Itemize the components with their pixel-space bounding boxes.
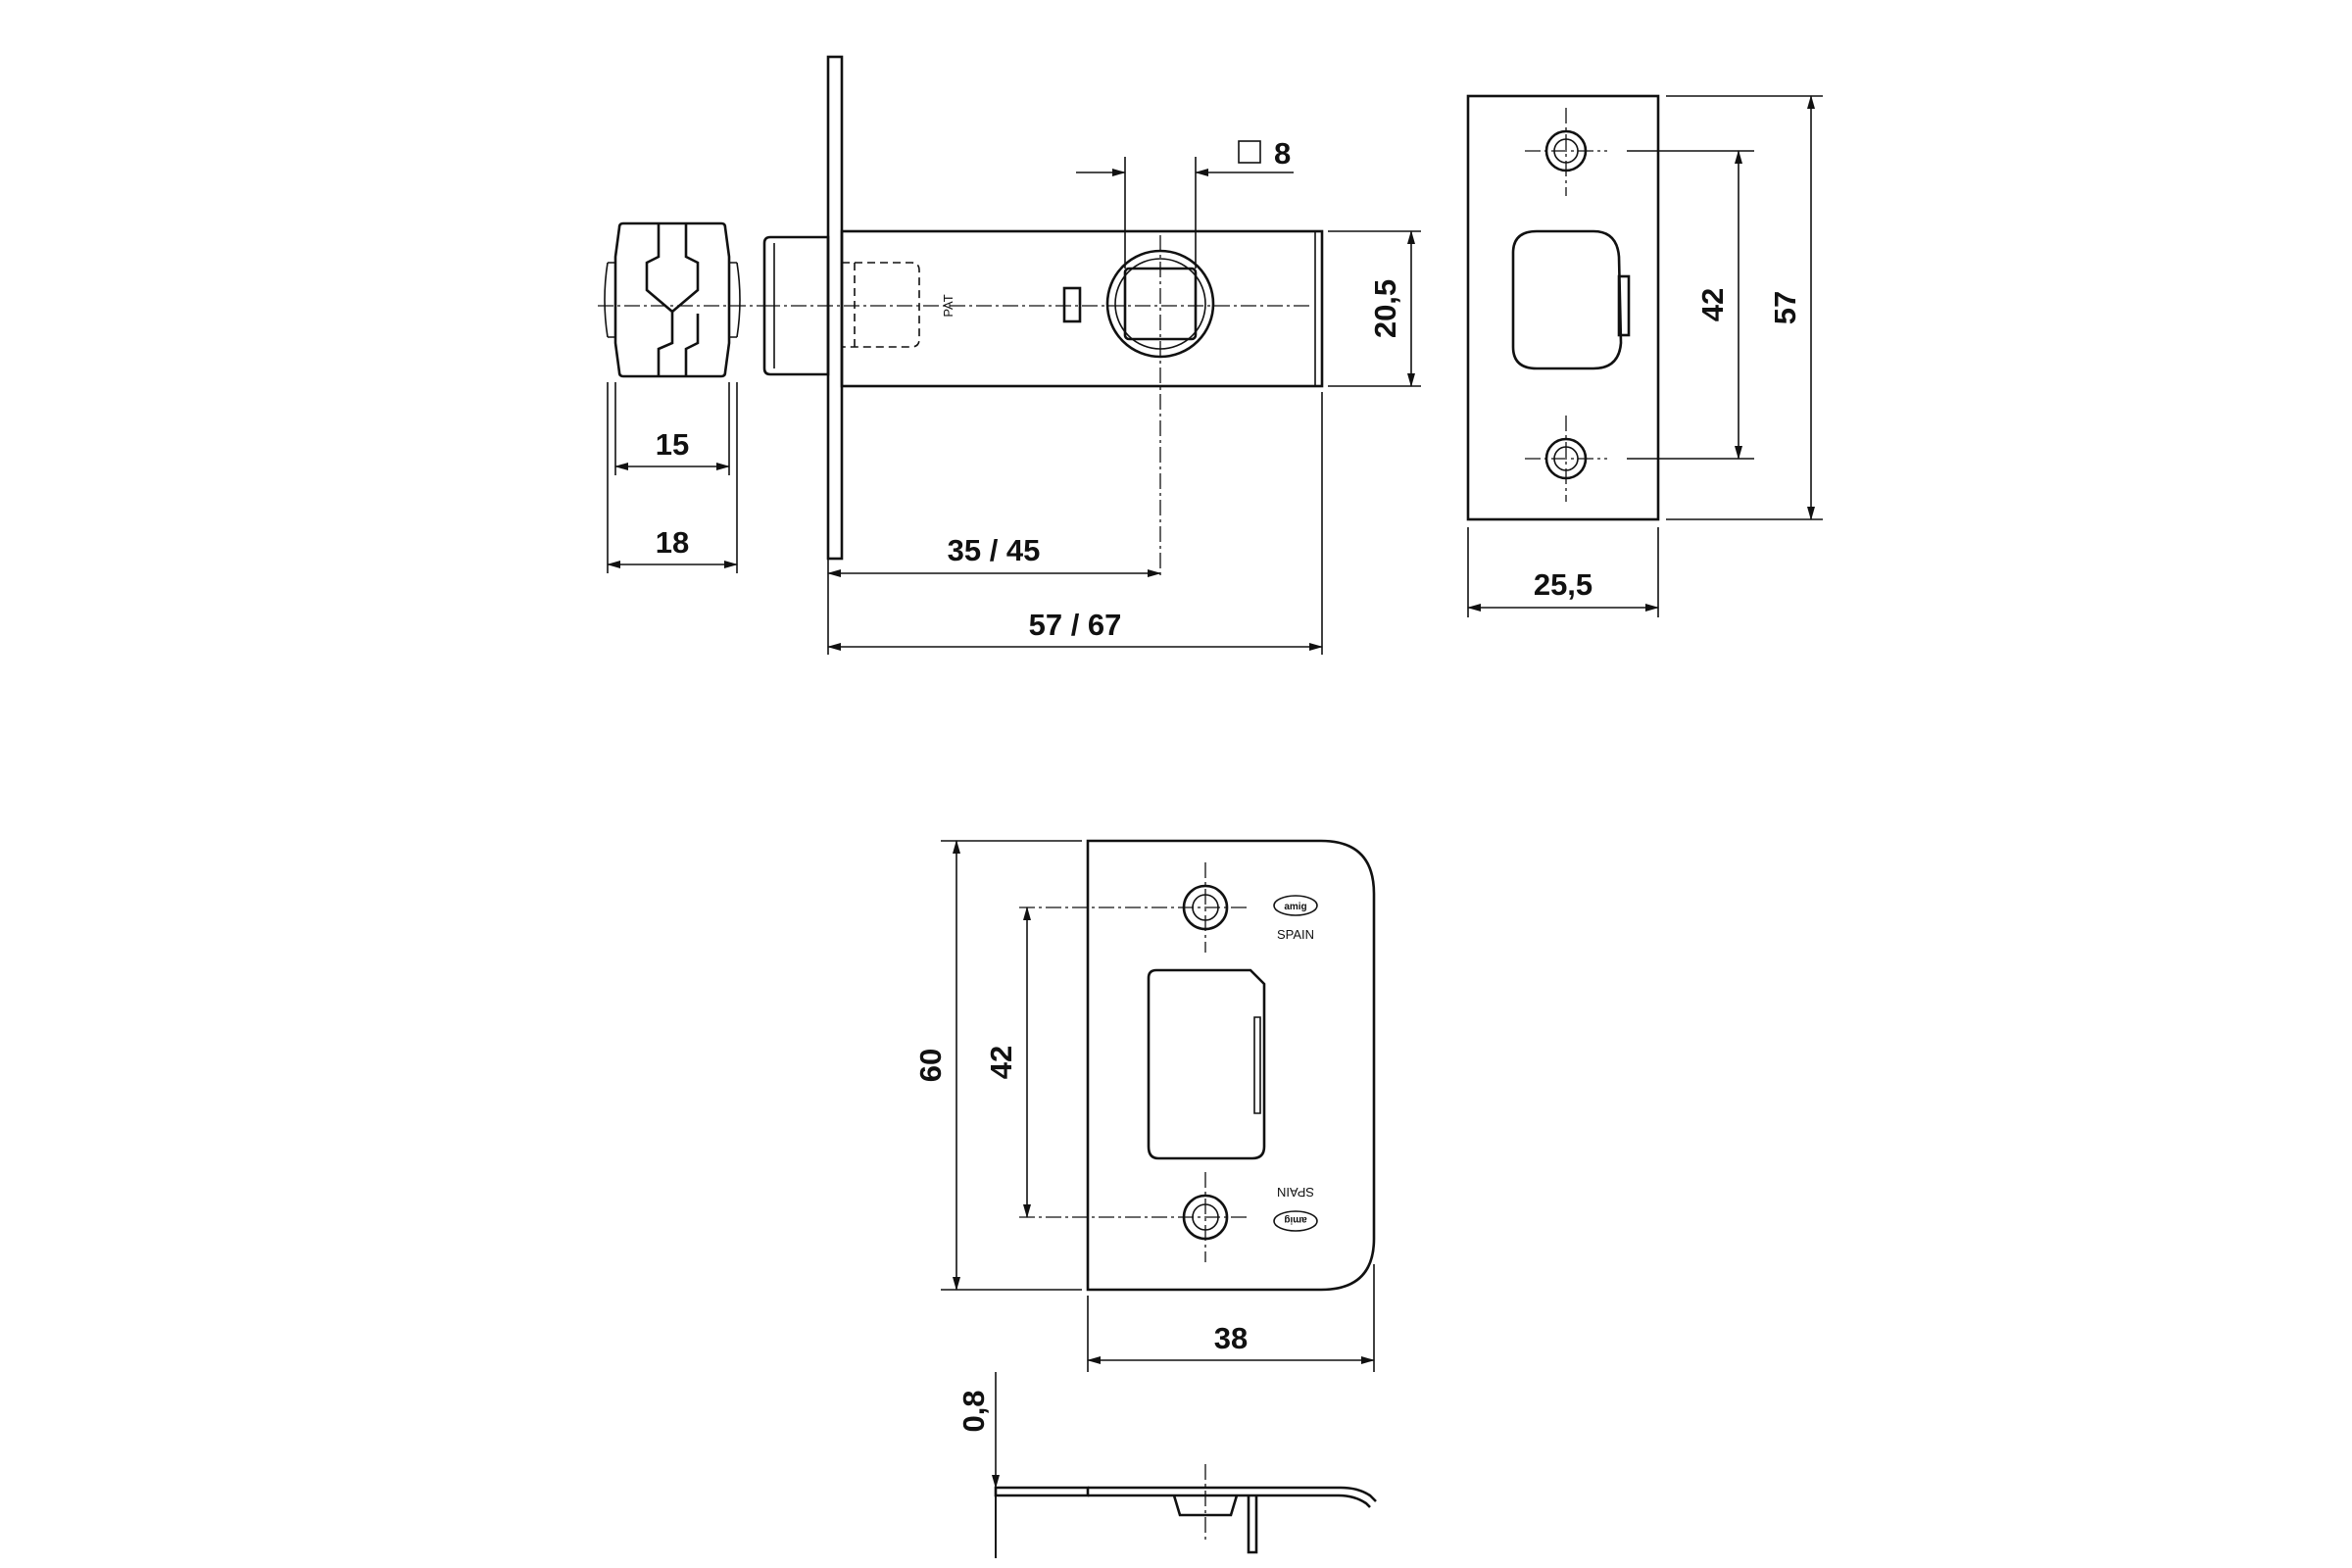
brand-text-bottom: SPAIN	[1277, 1185, 1314, 1200]
brand-logo-bottom: amig SPAIN	[1273, 1185, 1318, 1232]
strike-plate-view: amig SPAIN amig SPAIN 60 42 38	[913, 839, 1376, 1372]
dim-bolt-width: 15	[656, 427, 689, 462]
dim-faceplate-hole-spacing: 42	[1695, 288, 1730, 321]
dim-strike-hole-spacing: 42	[984, 1046, 1018, 1079]
dim-strike-width: 38	[1214, 1321, 1248, 1355]
dim-faceplate-height: 57	[1768, 291, 1802, 324]
pat-stamp: PAT	[941, 294, 956, 317]
faceplate-front-view: 42 57 25,5	[1466, 94, 1823, 617]
dim-strike-height: 60	[913, 1049, 948, 1082]
svg-text:amig: amig	[1284, 902, 1306, 912]
dim-body-height: 20,5	[1368, 279, 1402, 338]
strike-profile-view: 0,8	[956, 1372, 1377, 1558]
brand-text-top: SPAIN	[1277, 927, 1314, 942]
dim-faceplate-width: 25,5	[1534, 567, 1592, 602]
brand-logo-top: amig SPAIN	[1273, 895, 1318, 942]
latch-side-view: 15 18	[598, 221, 764, 573]
latch-top-view: PAT 8 20,5 35 / 45 57 / 67	[762, 55, 1421, 655]
dim-strike-thickness: 0,8	[956, 1390, 991, 1432]
dim-square-spindle: 8	[1274, 136, 1291, 171]
svg-text:amig: amig	[1284, 1214, 1306, 1225]
dim-overall-length: 57 / 67	[1029, 608, 1122, 642]
dim-total-width: 18	[656, 525, 689, 560]
dim-backset: 35 / 45	[948, 533, 1041, 567]
